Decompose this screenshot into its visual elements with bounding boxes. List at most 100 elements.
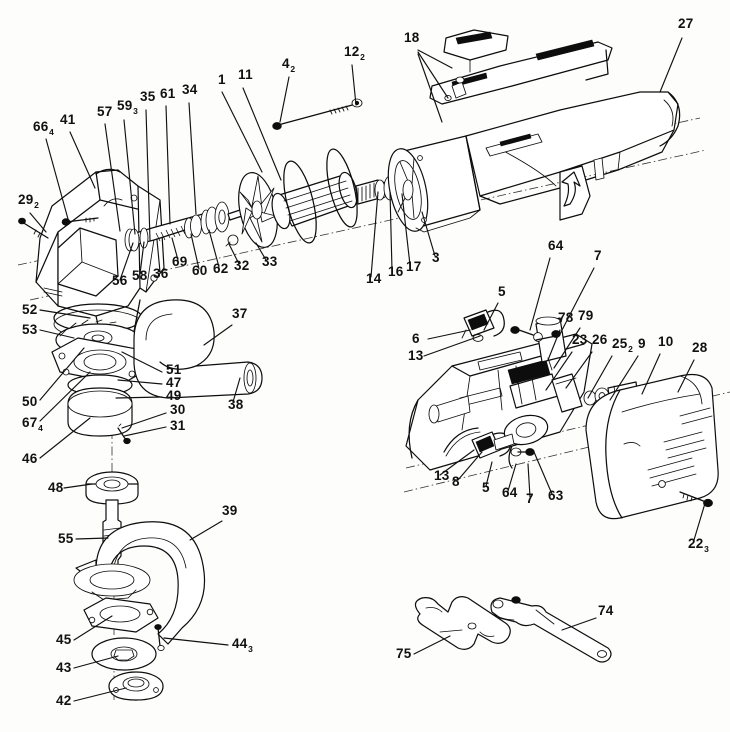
callout-64: 64 — [502, 485, 518, 500]
leader-line-33 — [255, 242, 267, 261]
callout-55: 55 — [58, 531, 74, 546]
callout-number: 58 — [132, 268, 148, 283]
callout-number: 32 — [234, 258, 250, 273]
callout-number: 50 — [22, 394, 38, 409]
callout-number: 29 — [18, 192, 34, 207]
callout-number: 48 — [48, 480, 64, 495]
callout-number: 37 — [232, 306, 248, 321]
bracket-63 — [493, 414, 549, 469]
callout-37: 37 — [232, 306, 248, 321]
callout-number: 61 — [160, 86, 176, 101]
callout-56: 56 — [112, 273, 128, 288]
leader-line-6 — [427, 329, 471, 340]
callout-number: 55 — [58, 531, 74, 546]
leader-line-8 — [457, 451, 483, 481]
callout-5: 5 — [482, 480, 490, 495]
callout-number: 30 — [170, 402, 186, 417]
leader-line-67 — [39, 371, 91, 422]
callout-number: 66 — [33, 119, 49, 134]
callout-43: 43 — [56, 660, 72, 675]
callout-number: 27 — [678, 16, 694, 31]
callout-number: 75 — [396, 646, 412, 661]
leader-line-5 — [485, 461, 493, 487]
callout-79: 79 — [578, 308, 594, 323]
callout-22-3: 223 — [688, 536, 709, 554]
callout-number: 35 — [140, 89, 156, 104]
leader-line-16 — [389, 191, 393, 271]
callout-61: 61 — [160, 86, 176, 101]
leader-line-18 — [417, 51, 449, 99]
callout-number: 12 — [344, 44, 360, 59]
callout-subscript: 2 — [34, 200, 39, 210]
leader-line-31 — [123, 426, 167, 437]
wheel-guard-39 — [73, 521, 206, 645]
callout-52: 52 — [22, 302, 38, 317]
callout-number: 3 — [432, 250, 440, 265]
callout-58: 58 — [132, 268, 148, 283]
callout-45: 45 — [56, 632, 72, 647]
right-motor-frame — [405, 333, 593, 471]
leader-line-46 — [39, 417, 91, 459]
callout-51: 51 — [166, 362, 182, 377]
callout-9: 9 — [638, 336, 646, 351]
callout-38: 38 — [228, 397, 244, 412]
callout-number: 46 — [22, 451, 38, 466]
callout-number: 41 — [60, 112, 76, 127]
callout-33: 33 — [262, 254, 278, 269]
callout-number: 7 — [594, 248, 602, 263]
callout-44-3: 443 — [232, 636, 253, 654]
lock-nut-42 — [108, 671, 164, 701]
callout-number: 17 — [406, 259, 422, 274]
motor-housing-27 — [465, 91, 681, 221]
leader-line-39 — [189, 520, 223, 541]
callout-number: 69 — [172, 254, 188, 269]
callout-number: 43 — [56, 660, 72, 675]
callout-29-2: 292 — [18, 192, 39, 210]
callout-number: 39 — [222, 503, 238, 518]
callout-number: 1 — [218, 72, 226, 87]
leader-line-69 — [171, 237, 179, 261]
callout-42: 42 — [56, 693, 72, 708]
callout-63: 63 — [548, 488, 564, 503]
callout-number: 51 — [166, 362, 182, 377]
callout-number: 62 — [213, 261, 229, 276]
callout-subscript: 4 — [38, 423, 43, 433]
leader-line-49 — [115, 396, 163, 399]
leader-line-23 — [545, 351, 573, 391]
callout-1: 1 — [218, 72, 226, 87]
callout-number: 47 — [166, 375, 182, 390]
leader-line-79 — [553, 327, 581, 369]
callout-13: 13 — [408, 348, 424, 363]
callout-number: 14 — [366, 271, 382, 286]
cooling-fan — [225, 172, 278, 248]
leader-line-50 — [39, 347, 85, 401]
leader-line-18 — [417, 49, 453, 69]
leader-line-47 — [117, 379, 163, 385]
callout-number: 23 — [572, 332, 588, 347]
callout-number: 53 — [22, 322, 38, 337]
callout-number: 60 — [192, 263, 208, 278]
callout-number: 7 — [526, 491, 534, 506]
leader-line-35 — [145, 109, 151, 241]
leader-line-61 — [165, 105, 171, 225]
callout-60: 60 — [192, 263, 208, 278]
leader-line-27 — [659, 37, 683, 93]
leader-line-26 — [565, 351, 593, 389]
callout-78: 78 — [558, 310, 574, 325]
callout-number: 42 — [56, 693, 72, 708]
callout-number: 52 — [22, 302, 38, 317]
leader-line-1 — [221, 91, 263, 173]
callout-46: 46 — [22, 451, 38, 466]
callout-17: 17 — [406, 259, 422, 274]
leader-line-64 — [529, 257, 551, 331]
callout-27: 27 — [678, 16, 694, 31]
leader-line-51 — [121, 351, 163, 373]
leader-line-45 — [73, 615, 113, 641]
callout-number: 45 — [56, 632, 72, 647]
switch-lever-18 — [429, 29, 613, 105]
callout-5: 5 — [498, 284, 506, 299]
callout-number: 67 — [22, 415, 38, 430]
callout-32: 32 — [234, 258, 250, 273]
